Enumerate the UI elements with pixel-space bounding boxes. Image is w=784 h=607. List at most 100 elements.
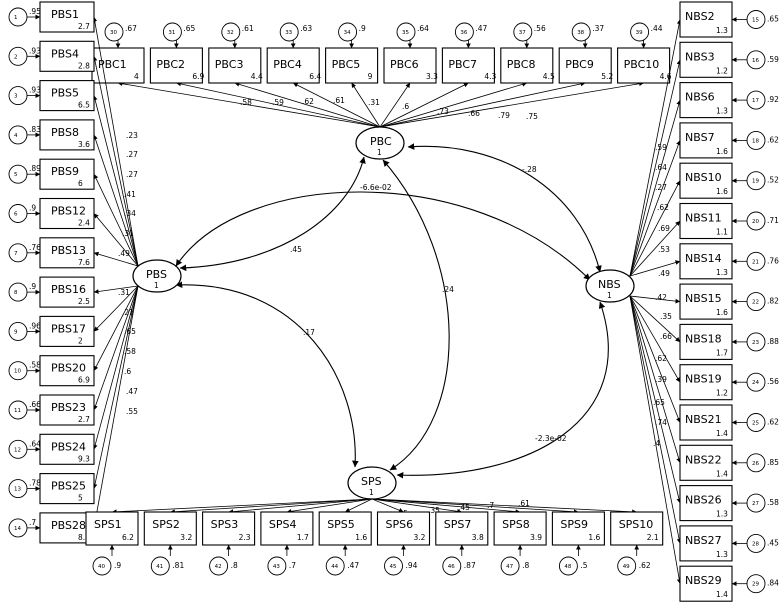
indicator-intercept-pbs13: 7.6 [78,258,90,267]
error-variance-pbc6: .64 [417,24,429,33]
loading-label-nbs27: .74 [655,418,667,427]
error-variance-sps9: .5 [580,561,587,570]
indicator-box-pbs4 [39,40,95,72]
latent-nbs-name: NBS [598,278,621,291]
error-id-pbs12: 6 [14,212,18,218]
loading-path-pbs9 [93,173,139,267]
indicator-box-nbs10 [679,162,733,199]
indicator-box-sps9 [551,511,605,546]
indicator-intercept-pbc8: 4.5 [543,72,555,81]
indicator-name-nbs19: NBS19 [685,373,722,386]
error-circle-pbs8 [8,125,28,145]
indicator-name-pbc4: PBC4 [273,58,302,71]
loading-path-nbs19 [629,295,681,383]
indicator-name-nbs7: NBS7 [685,131,715,144]
indicator-intercept-pbs8: 3.6 [78,140,90,149]
error-id-pbc6: 35 [402,30,409,36]
indicator-box-sps2 [143,511,197,546]
indicator-name-pbs8: PBS8 [51,126,79,139]
indicator-name-sps2: SPS2 [152,518,180,531]
error-id-pbc10: 39 [636,30,643,36]
error-variance-pbc4: .63 [300,24,312,33]
indicator-intercept-nbs26: 1.3 [716,510,728,519]
error-circle-pbc5 [338,22,358,42]
indicator-name-nbs29: NBS29 [685,574,722,587]
error-circle-nbs2 [746,10,766,29]
error-variance-sps7: .87 [464,561,476,570]
indicator-box-pbc2 [149,47,203,84]
error-circle-pbs24 [8,439,28,459]
error-id-sps7: 46 [448,564,455,570]
error-circle-sps8 [500,556,520,576]
indicator-intercept-nbs10: 1.6 [716,187,728,196]
error-id-nbs26: 27 [752,501,759,507]
error-circle-nbs21 [746,413,766,432]
error-variance-pbs12: .9 [29,204,36,213]
error-circle-pbs16 [8,282,28,302]
indicator-intercept-pbs24: 9.3 [78,454,90,463]
error-circle-sps3 [209,556,229,576]
indicator-intercept-sps6: 3.2 [414,533,426,542]
loading-path-sps10 [371,498,637,515]
error-circle-pbc1 [104,22,124,42]
error-variance-pbc2: .65 [183,24,195,33]
error-circle-nbs15 [746,292,766,312]
error-circle-nbs14 [746,251,766,271]
indicator-name-pbs28: PBS28 [51,519,86,532]
error-variance-nbs22: .85 [767,458,779,467]
error-variance-nbs29: .84 [767,579,779,588]
cov-label-pbs-sps: .17 [303,328,315,337]
loading-label-pbc9: .79 [498,111,510,120]
error-variance-pbs8: .83 [29,125,41,134]
loading-path-pbs1 [92,16,139,267]
indicator-name-pbs1: PBS1 [51,8,79,21]
error-id-pbs1: 1 [14,15,18,21]
indicator-intercept-pbc2: 6.9 [192,72,204,81]
indicator-name-pbc9: PBC9 [565,58,594,71]
error-circle-pbs28 [8,518,28,538]
indicator-box-nbs14 [679,243,733,280]
latent-pbc: PBC 1 [355,126,405,160]
error-circle-pbc7 [454,22,474,42]
error-id-pbs4: 2 [14,54,18,60]
indicator-intercept-pbs5: 6.5 [78,101,90,110]
indicator-intercept-nbs18: 1.7 [716,348,728,357]
error-id-nbs6: 17 [752,98,759,104]
indicator-box-pbc9 [558,47,612,84]
cov-label-pbc-nbs: -.28 [522,165,537,174]
error-circle-pbs12 [8,204,28,223]
error-circle-nbs10 [746,171,766,191]
error-variance-nbs27: .45 [767,538,779,547]
error-variance-sps1: .9 [114,561,121,570]
pbc-indicators: .5830.67PBC14.5931.65PBC26.9.6232.61PBC3… [91,22,672,128]
indicator-intercept-pbc6: 3.3 [426,72,438,81]
loading-label-pbs1: .23 [126,131,138,140]
indicator-name-sps6: SPS6 [386,518,414,531]
loading-label-nbs6: .27 [655,183,667,192]
loading-label-nbs26: .65 [653,398,665,407]
error-variance-pbs24: .64 [29,439,41,448]
error-id-nbs10: 19 [752,179,759,185]
indicator-box-nbs19 [679,364,733,401]
loading-label-sps10: .61 [518,499,530,508]
indicator-intercept-nbs15: 1.6 [716,308,728,317]
loading-label-pbc7: .73 [437,107,449,116]
loading-path-pbc1 [117,81,381,128]
cov-path-pbc-nbs [407,143,602,273]
error-circle-nbs18 [746,332,766,352]
indicator-intercept-pbc3: 4.4 [251,72,263,81]
indicator-name-sps7: SPS7 [444,518,472,531]
error-circle-sps7 [442,556,462,576]
error-id-sps8: 47 [506,564,513,570]
indicator-box-nbs3 [679,41,733,78]
loading-label-pbs13: .49 [118,249,130,258]
indicator-name-pbs23: PBS23 [51,401,86,414]
indicator-name-pbs9: PBS9 [51,165,79,178]
error-id-nbs21: 25 [752,421,759,427]
loading-path-nbs27 [629,295,682,544]
loading-path-nbs22 [629,295,681,464]
error-variance-pbs9: .89 [29,164,41,173]
latent-sps-name: SPS [361,475,382,488]
indicator-intercept-pbc9: 5.2 [601,72,613,81]
indicator-box-pbc3 [208,47,262,84]
